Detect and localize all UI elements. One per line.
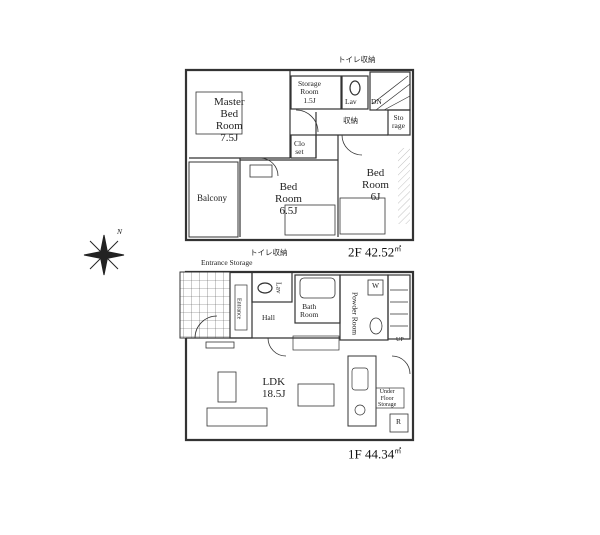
washer-label: W (372, 281, 380, 290)
balcony-area (188, 161, 239, 238)
dining-table (297, 383, 335, 407)
floor2-area: 2F 42.52㎡ (348, 244, 402, 260)
entrance-tiles (179, 271, 231, 339)
closet-small-label: Clo set (294, 139, 305, 157)
bed-65 (284, 204, 336, 236)
kitchen-counter (347, 355, 377, 427)
storage-label-2f: Sto rage (392, 113, 405, 131)
balcony-label: Balcony (197, 193, 227, 203)
bed-6 (339, 197, 386, 235)
compass-rose (83, 234, 125, 276)
bedroom-65-label: Bed Room 6.5J (275, 181, 302, 218)
bath-room-label: Bath Room (300, 302, 319, 320)
floor1-plan (179, 270, 415, 442)
down-label: DN (371, 97, 382, 106)
fridge-label: R (396, 417, 402, 426)
floor1-area: 1F 44.34㎡ (348, 446, 402, 462)
sofa (206, 407, 268, 427)
toilet-storage-label-2f: トイレ収納 (338, 55, 376, 64)
bed-master (195, 91, 243, 135)
powder-room-label: Powder Room (350, 292, 360, 336)
entrance-label: Entrance (235, 298, 242, 320)
floor1-outer-wall (184, 270, 415, 442)
bedroom-6-label: Bed Room 6J (362, 167, 389, 204)
closet-label: 収納 (343, 116, 358, 125)
compass-north-label: N (117, 227, 123, 236)
storage-room-label: Storage Room 1.5J (298, 79, 321, 105)
master-bedroom-label: Master Bed Room 7.5J (214, 96, 245, 145)
up-label: UP (396, 337, 404, 343)
lav-label-2f: Lav (345, 97, 357, 106)
floor2-outer-wall (184, 68, 415, 242)
toilet-fixture-1f (257, 282, 273, 294)
stair-1f (387, 274, 411, 340)
under-floor-storage-label: Under Floor Storage (378, 389, 397, 409)
hall-label: Hall (262, 313, 275, 322)
toilet-fixture-2f (349, 80, 361, 96)
entrance-storage-label: Entrance Storage (201, 258, 253, 267)
toilet-storage-label-1f: トイレ収納 (250, 248, 288, 257)
floor2-plan (184, 68, 415, 242)
ldk-label: LDK 18.5J (262, 376, 286, 401)
lav-label-1f: Lav (274, 282, 284, 294)
tv-table (217, 371, 237, 403)
